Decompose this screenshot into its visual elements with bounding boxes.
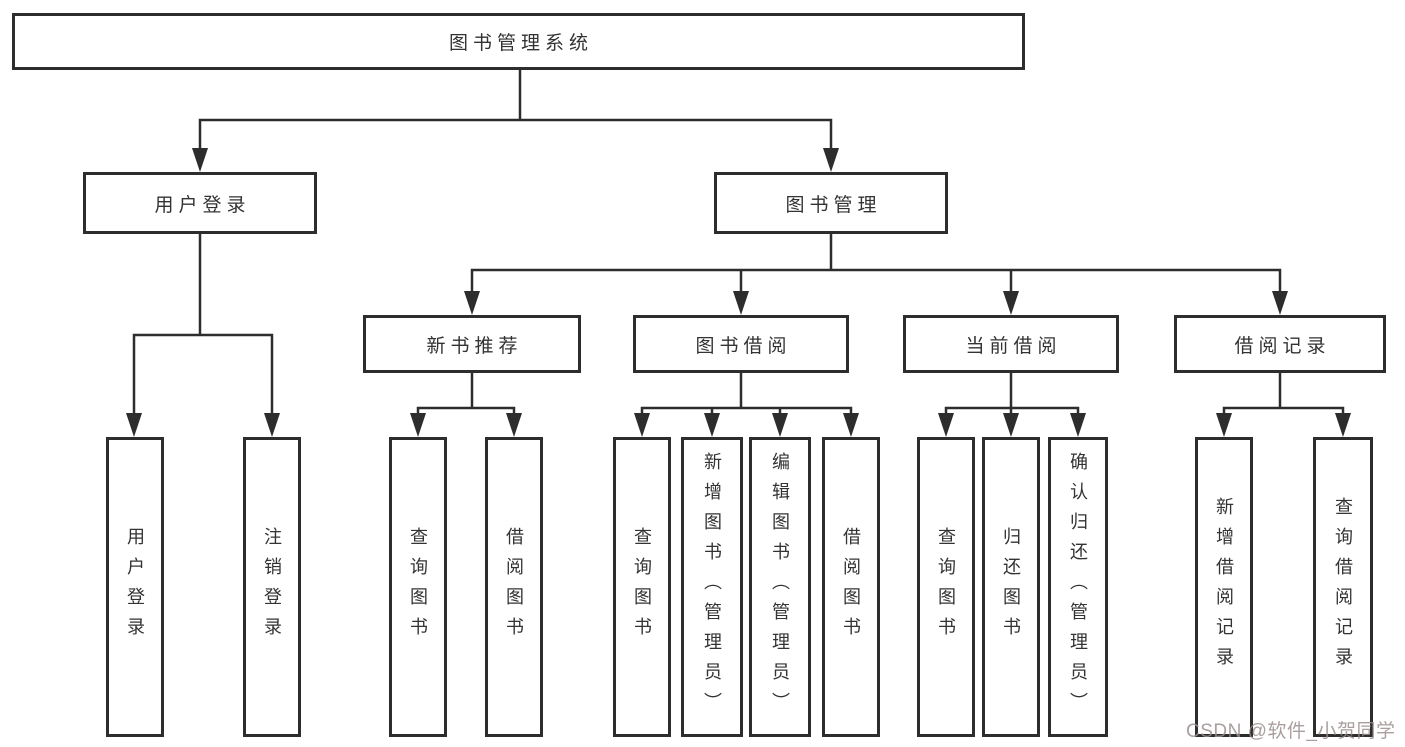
node-book-management: 图书管理: [714, 172, 948, 234]
leaf-borrowing-edit-books-admin-label: 编辑图书（管理员）: [770, 452, 790, 722]
leaf-current-return-books: 归还图书: [982, 437, 1040, 737]
node-book-management-label: 图书管理: [785, 194, 882, 216]
node-root-label: 图书管理系统: [448, 33, 593, 54]
leaf-user-login: 用户登录: [106, 437, 164, 737]
leaf-borrowing-query-books-label: 查询图书: [632, 527, 652, 647]
node-current-borrowing-label: 当前借阅: [965, 335, 1062, 357]
leaf-current-confirm-return-admin: 确认归还（管理员）: [1048, 437, 1108, 737]
node-book-borrowing-label: 图书借阅: [695, 335, 792, 357]
node-new-book-recommendation: 新书推荐: [363, 315, 581, 373]
leaf-records-add-record-label: 新增借阅记录: [1214, 497, 1234, 677]
node-user-login-label: 用户登录: [154, 194, 251, 216]
node-root: 图书管理系统: [12, 13, 1025, 70]
leaf-recommend-borrow-books: 借阅图书: [485, 437, 543, 737]
leaf-current-query-books: 查询图书: [917, 437, 975, 737]
leaf-recommend-query-books: 查询图书: [389, 437, 447, 737]
node-current-borrowing: 当前借阅: [903, 315, 1119, 373]
leaf-records-query-record-label: 查询借阅记录: [1333, 497, 1353, 677]
leaf-logout-label: 注销登录: [262, 527, 282, 647]
node-borrowing-records: 借阅记录: [1174, 315, 1386, 373]
leaf-user-login-label: 用户登录: [125, 527, 145, 647]
leaf-borrowing-add-books-admin-label: 新增图书（管理员）: [702, 452, 722, 722]
leaf-borrowing-borrow-books-label: 借阅图书: [841, 527, 861, 647]
leaf-borrowing-add-books-admin: 新增图书（管理员）: [681, 437, 743, 737]
leaf-records-query-record: 查询借阅记录: [1313, 437, 1373, 737]
node-borrowing-records-label: 借阅记录: [1234, 335, 1331, 357]
leaf-recommend-query-books-label: 查询图书: [408, 527, 428, 647]
leaf-current-return-books-label: 归还图书: [1001, 527, 1021, 647]
leaf-current-query-books-label: 查询图书: [936, 527, 956, 647]
leaf-current-confirm-return-admin-label: 确认归还（管理员）: [1068, 452, 1088, 722]
node-book-borrowing: 图书借阅: [633, 315, 849, 373]
node-user-login: 用户登录: [83, 172, 317, 234]
leaf-borrowing-query-books: 查询图书: [613, 437, 671, 737]
leaf-recommend-borrow-books-label: 借阅图书: [504, 527, 524, 647]
leaf-borrowing-borrow-books: 借阅图书: [822, 437, 880, 737]
watermark: CSDN @软件_小贺同学: [1186, 721, 1396, 742]
leaf-borrowing-edit-books-admin: 编辑图书（管理员）: [749, 437, 811, 737]
leaf-logout: 注销登录: [243, 437, 301, 737]
node-new-book-recommendation-label: 新书推荐: [426, 335, 523, 357]
leaf-records-add-record: 新增借阅记录: [1195, 437, 1253, 737]
